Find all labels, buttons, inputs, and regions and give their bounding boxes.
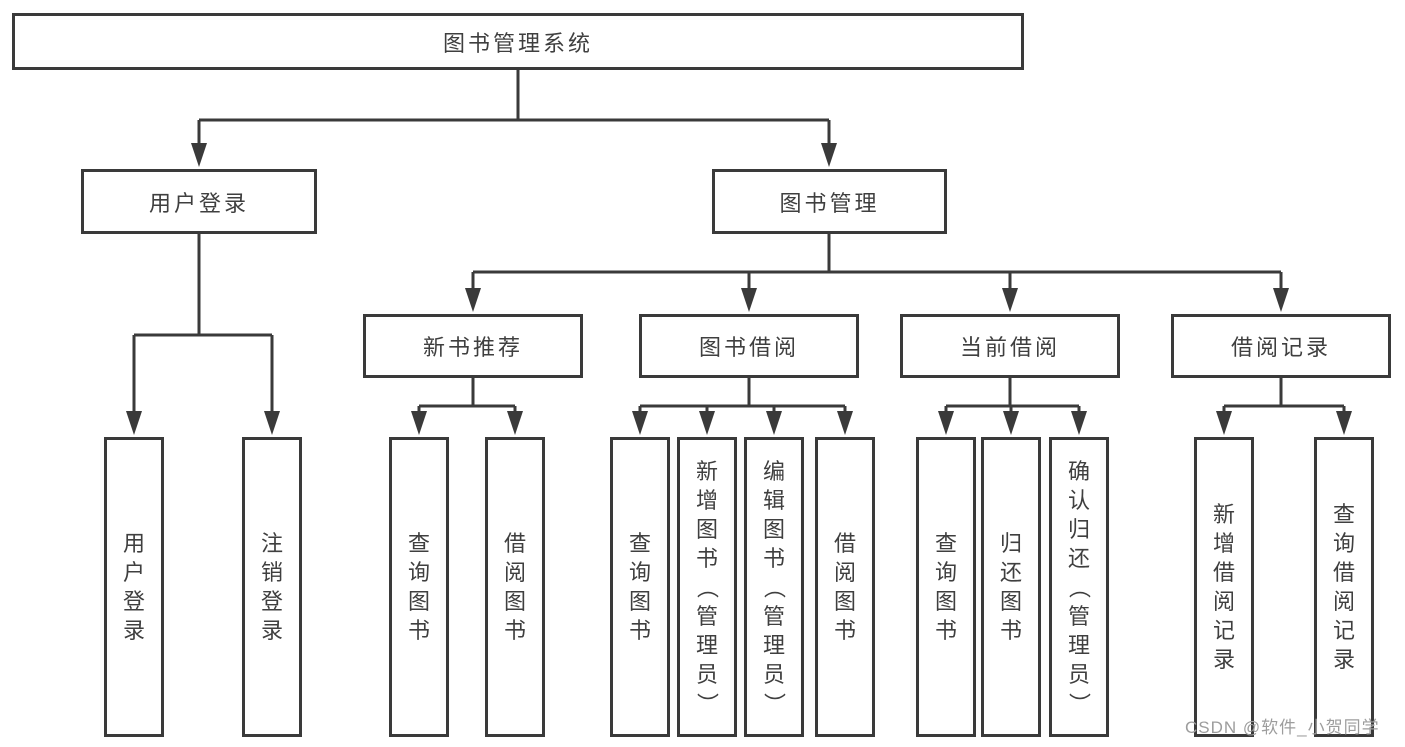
leaf-logout-label: 注销登录 [260, 531, 283, 643]
node-book-management-label: 图书管理 [779, 190, 880, 216]
leaf-confirm-return-admin: 确认归还（管理员） [1049, 437, 1109, 737]
leaf-query-book: 查询图书 [610, 437, 670, 737]
leaf-query-borrow-record: 查询借阅记录 [1314, 437, 1374, 737]
node-library-management-system: 图书管理系统 [12, 13, 1024, 70]
csdn-watermark: CSDN @软件_小贺同学 [1185, 718, 1380, 737]
leaf-user-login-label: 用户登录 [122, 531, 145, 643]
leaf-add-borrow-record-label: 新增借阅记录 [1212, 502, 1235, 672]
arrowhead-icon [699, 411, 715, 435]
leaf-logout: 注销登录 [242, 437, 302, 737]
leaf-borrow-book-recommend: 借阅图书 [485, 437, 545, 737]
arrowhead-icon [821, 143, 837, 167]
arrowhead-icon [1216, 411, 1232, 435]
leaf-borrow-book: 借阅图书 [815, 437, 875, 737]
leaf-edit-book-admin: 编辑图书（管理员） [744, 437, 804, 737]
leaf-query-current-borrow: 查询图书 [916, 437, 976, 737]
arrowhead-icon [411, 411, 427, 435]
node-borrow-record-label: 借阅记录 [1230, 335, 1331, 360]
leaf-user-login: 用户登录 [104, 437, 164, 737]
node-new-book-recommend: 新书推荐 [363, 314, 583, 378]
arrowhead-icon [1071, 411, 1087, 435]
node-book-borrow-label: 图书借阅 [698, 335, 799, 360]
node-new-book-recommend-label: 新书推荐 [422, 335, 523, 360]
arrowhead-icon [1003, 411, 1019, 435]
node-user-login: 用户登录 [81, 169, 317, 234]
node-current-borrow: 当前借阅 [900, 314, 1120, 378]
arrowhead-icon [264, 411, 280, 435]
arrowhead-icon [938, 411, 954, 435]
leaf-add-borrow-record: 新增借阅记录 [1194, 437, 1254, 737]
arrowhead-icon [741, 288, 757, 312]
arrowhead-icon [126, 411, 142, 435]
leaf-add-book-admin: 新增图书（管理员） [677, 437, 737, 737]
leaf-edit-book-admin-label: 编辑图书（管理员） [761, 458, 787, 715]
leaf-confirm-return-admin-label: 确认归还（管理员） [1066, 458, 1092, 715]
leaf-query-current-borrow-label: 查询图书 [934, 531, 957, 643]
leaf-borrow-book-recommend-label: 借阅图书 [503, 531, 526, 643]
arrowhead-icon [191, 143, 207, 167]
leaf-query-book-label: 查询图书 [628, 531, 651, 643]
arrowhead-icon [465, 288, 481, 312]
leaf-return-book-label: 归还图书 [999, 531, 1022, 643]
node-library-management-system-label: 图书管理系统 [442, 30, 593, 56]
leaf-return-book: 归还图书 [981, 437, 1041, 737]
node-current-borrow-label: 当前借阅 [959, 335, 1060, 360]
leaf-borrow-book-label: 借阅图书 [833, 531, 856, 643]
leaf-query-book-recommend: 查询图书 [389, 437, 449, 737]
leaf-add-book-admin-label: 新增图书（管理员） [694, 458, 720, 715]
arrowhead-icon [1336, 411, 1352, 435]
node-user-login-label: 用户登录 [148, 190, 249, 216]
arrowhead-icon [1002, 288, 1018, 312]
arrowhead-icon [766, 411, 782, 435]
arrowhead-icon [632, 411, 648, 435]
leaf-query-book-recommend-label: 查询图书 [407, 531, 430, 643]
arrowhead-icon [837, 411, 853, 435]
leaf-query-borrow-record-label: 查询借阅记录 [1332, 502, 1355, 672]
arrowhead-icon [1273, 288, 1289, 312]
node-book-management: 图书管理 [712, 169, 947, 234]
node-borrow-record: 借阅记录 [1171, 314, 1391, 378]
arrowhead-icon [507, 411, 523, 435]
node-book-borrow: 图书借阅 [639, 314, 859, 378]
